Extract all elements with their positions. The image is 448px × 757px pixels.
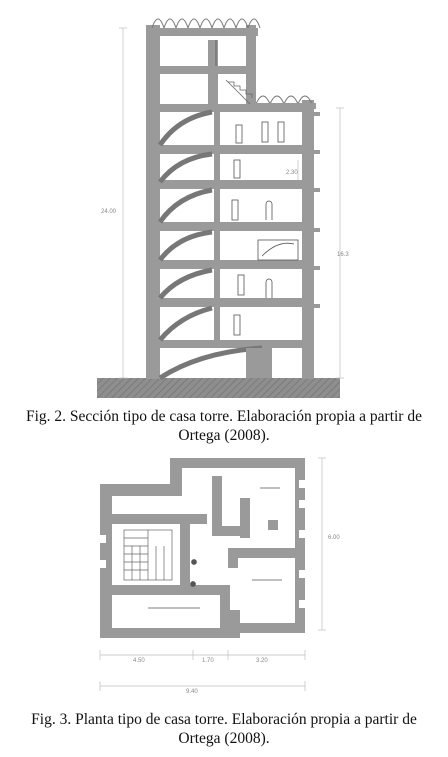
dimension-lines [119, 27, 344, 379]
figure-3-caption: Fig. 3. Planta tipo de casa torre. Elabo… [10, 710, 438, 748]
tower-cap [150, 28, 258, 36]
plan-drawing: 6.00 4.50 1.70 3.20 9.40 [99, 457, 340, 695]
figure-2-caption-line-1: Fig. 2. Sección tipo de casa torre. Elab… [26, 408, 422, 425]
figure-3-caption-line-1: Fig. 3. Planta tipo de casa torre. Elabo… [31, 711, 417, 728]
ground-base [97, 378, 340, 398]
dim-floor-height: 2.30 [286, 170, 298, 176]
floor-slabs [146, 66, 314, 348]
plan-staircase [123, 529, 173, 581]
tower-right-wall [246, 25, 256, 105]
stair-steps [225, 79, 253, 105]
dim-depth: 6.00 [328, 535, 340, 541]
dim-annex-height: 16.3 [337, 252, 349, 258]
figure-2-caption: Fig. 2. Sección tipo de casa torre. Elab… [10, 407, 438, 445]
dim-total-height: 24.00 [101, 209, 117, 215]
plan-inner-walls [112, 476, 295, 630]
dim-span-1: 4.50 [133, 658, 145, 664]
exterior-ledges [314, 112, 320, 308]
windows-doors [215, 40, 299, 336]
left-wall [146, 25, 160, 379]
right-wall [302, 100, 314, 379]
plan-thin-lines [148, 487, 282, 609]
plan-dimension-lines [99, 457, 326, 691]
interior-walls [214, 112, 272, 378]
dim-span-3: 3.20 [256, 658, 268, 664]
dim-total-width: 9.40 [186, 689, 198, 695]
section-drawing: 24.00 2.30 16.3 [97, 18, 349, 398]
dim-span-2: 1.70 [202, 658, 214, 664]
figure-3-caption-line-2: Ortega (2008). [178, 730, 270, 747]
figure-2-caption-line-2: Ortega (2008). [178, 427, 270, 444]
plan-openings [100, 480, 305, 608]
